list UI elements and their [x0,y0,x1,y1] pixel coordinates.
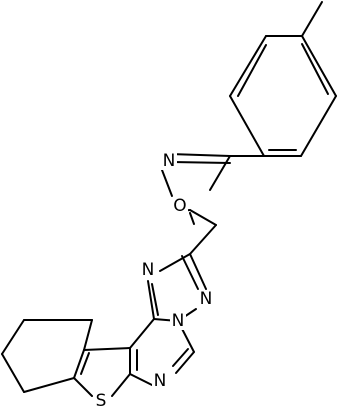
label-bg [170,312,186,330]
oxime-nitrogen-label: N [163,151,176,171]
bond [73,349,85,379]
cyclohexene-ring [1,319,93,393]
bond [229,95,265,157]
bond [83,319,93,351]
bond [300,95,337,157]
label-bg [93,392,109,410]
double-bond [171,161,231,164]
bond [73,377,93,397]
thiophene-sulfur-label: S [96,391,107,411]
bond [1,353,25,393]
bond [189,209,217,226]
double-bond [151,283,159,316]
bond [1,319,25,355]
bond [189,253,207,290]
double-bond [169,153,231,157]
thiophene-ring [73,347,131,397]
bond [161,169,173,197]
bond [159,253,191,272]
methyl-bond [301,1,323,37]
label-bg [140,261,156,279]
bond [189,224,217,255]
bond [189,212,195,225]
label-bg [161,152,177,170]
bond [129,318,155,349]
bond [301,35,337,97]
tolyl-ring [229,35,337,157]
bond [229,35,267,97]
oxime-oxygen-label: O [173,196,186,216]
triazole-ring [147,253,207,322]
triazole-nitrogen-label: N [200,289,213,309]
bond [129,373,153,386]
double-bond [80,352,90,375]
double-bond [181,255,199,290]
methyl-bond [209,155,231,191]
bond [175,351,195,374]
pyrimidine-nitrogen-label: N [154,371,167,391]
triazole-nitrogen-label: N [142,260,155,280]
label-bg [172,197,188,215]
bond [147,280,155,320]
atom-labels: N O N N N N S [93,151,214,411]
bond [301,43,329,95]
bridgehead-nitrogen-label: N [172,311,185,331]
bond [23,377,75,393]
bond [83,347,131,351]
label-bg [152,372,168,390]
label-bg [198,290,214,308]
double-bond [172,348,189,367]
bond [111,373,131,397]
bond [237,44,267,97]
